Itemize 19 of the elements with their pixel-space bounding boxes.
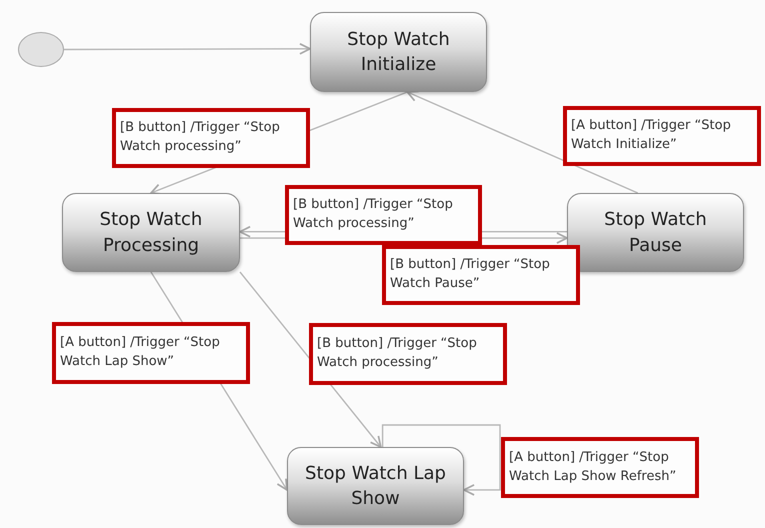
edge-label: [B button] /Trigger “Stop Watch processing” — [112, 108, 310, 168]
state-box — [62, 193, 240, 272]
state-box — [310, 12, 487, 92]
state-name: Stop Watch Processing — [98, 208, 204, 258]
state-name: Stop Watch Pause — [603, 208, 708, 258]
state-box — [287, 447, 464, 525]
transition-arrow — [64, 42, 311, 55]
transition-arrow — [406, 90, 638, 194]
edge-label: [A button] /Trigger “Stop Watch Lap Show” — [52, 322, 250, 384]
edge-label: [A button] /Trigger “Stop Watch Initialize” — [563, 106, 761, 166]
edge-label: [A button] /Trigger “Stop Watch Lap Show Refresh” — [501, 437, 699, 498]
state-name: Stop Watch Initialize — [346, 28, 451, 77]
edge-label: [B button] /Trigger “Stop Watch Pause” — [382, 245, 580, 305]
state-name: Stop Watch Lap Show — [304, 462, 447, 511]
edge-label: [B button] /Trigger “Stop Watch processing” — [285, 185, 482, 245]
state-box — [567, 193, 744, 272]
initial-state-circle — [18, 32, 64, 67]
transition-arrow — [382, 424, 501, 496]
edge-label: [B button] /Trigger “Stop Watch processing” — [309, 323, 507, 385]
